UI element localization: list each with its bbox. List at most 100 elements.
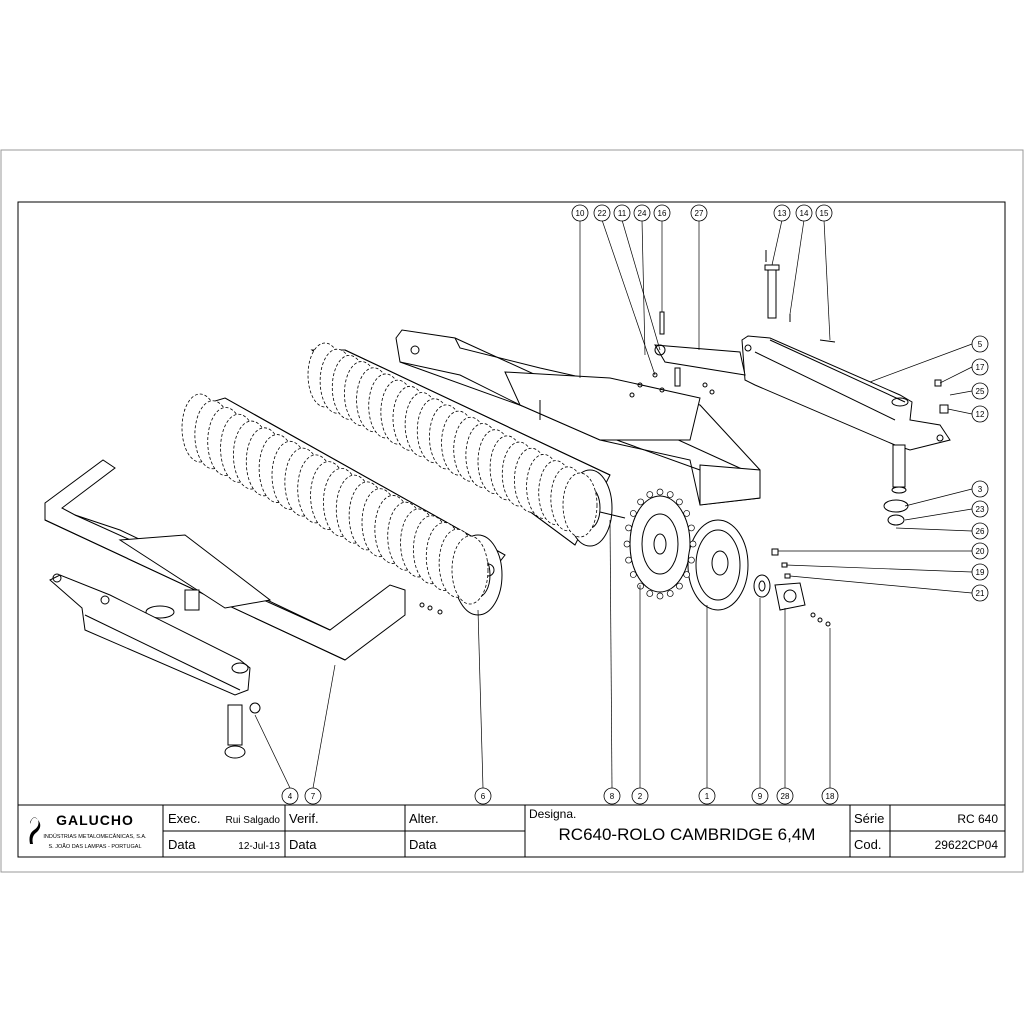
- assembly-drawing: [44, 250, 951, 759]
- svg-text:24: 24: [638, 209, 647, 218]
- svg-text:12: 12: [976, 410, 985, 419]
- svg-text:23: 23: [976, 505, 985, 514]
- svg-text:11: 11: [618, 209, 627, 218]
- callout-16: 16: [653, 204, 671, 222]
- ring-tooth: [656, 488, 664, 496]
- exec-value: Rui Salgado: [226, 815, 281, 826]
- smooth-ring: [687, 519, 749, 611]
- callout-2: 2: [631, 787, 649, 805]
- cod-value: 29622CP04: [935, 838, 999, 852]
- svg-text:14: 14: [800, 209, 809, 218]
- svg-text:5: 5: [978, 340, 983, 349]
- company-name: GALUCHO: [56, 812, 134, 828]
- serie-label: Série: [854, 811, 884, 826]
- roller-ring: [451, 535, 489, 605]
- company-subtitle-2: S. JOÃO DAS LAMPAS - PORTUGAL: [48, 843, 141, 850]
- cod-label: Cod.: [854, 837, 881, 852]
- designation: RC640-ROLO CAMBRIDGE 6,4M: [559, 825, 816, 844]
- inner-border: [17, 201, 1006, 858]
- data-label-3: Data: [409, 837, 437, 852]
- cambridge-ring: [629, 495, 691, 593]
- callout-14: 14: [795, 204, 813, 222]
- callout-19: 19: [971, 563, 989, 581]
- ring-tooth: [666, 590, 674, 597]
- serie-value: RC 640: [957, 812, 998, 826]
- svg-text:8: 8: [610, 792, 615, 801]
- callout-22: 22: [593, 204, 611, 222]
- hardware-upper: [652, 250, 949, 414]
- bearing-parts: [753, 574, 831, 627]
- roller-ring: [562, 472, 598, 538]
- alter-label: Alter.: [409, 811, 439, 826]
- callout-20: 20: [971, 542, 989, 560]
- ring-tooth: [676, 582, 683, 590]
- data-label-1: Data: [168, 837, 196, 852]
- ring-tooth: [623, 540, 631, 548]
- ring-tooth: [656, 592, 664, 600]
- ring-tooth: [666, 491, 674, 498]
- svg-text:19: 19: [976, 568, 985, 577]
- svg-text:25: 25: [976, 387, 985, 396]
- ring-tooth: [646, 491, 654, 498]
- company-logo: [29, 817, 41, 844]
- ring-tooth: [637, 582, 644, 590]
- ring-tooth: [646, 590, 654, 597]
- ring-tooth: [688, 524, 695, 532]
- svg-text:6: 6: [481, 792, 486, 801]
- callout-8: 8: [603, 787, 621, 805]
- callout-28: 28: [776, 787, 794, 805]
- data-label-2: Data: [289, 837, 317, 852]
- svg-text:16: 16: [658, 209, 667, 218]
- svg-text:20: 20: [976, 547, 985, 556]
- callout-11: 11: [613, 204, 631, 222]
- callout-15: 15: [815, 204, 833, 222]
- ring-teeth: [623, 488, 697, 600]
- ring-tooth: [683, 571, 691, 578]
- right-side-bracket: [741, 335, 951, 494]
- callout-23: 23: [971, 500, 989, 518]
- svg-text:10: 10: [576, 209, 585, 218]
- data-value-1: 12-Jul-13: [238, 841, 280, 852]
- front-roller-rings: [181, 393, 489, 605]
- svg-text:4: 4: [288, 792, 293, 801]
- ring-tooth: [629, 510, 637, 517]
- svg-text:3: 3: [978, 485, 983, 494]
- rear-frame-beam: [395, 329, 761, 506]
- designa-label: Designa.: [529, 807, 576, 821]
- ring-tooth: [683, 510, 691, 517]
- callout-12: 12: [971, 405, 989, 423]
- svg-text:28: 28: [781, 792, 790, 801]
- verif-label: Verif.: [289, 811, 319, 826]
- callout-26: 26: [971, 522, 989, 540]
- callout-5: 5: [971, 335, 989, 353]
- left-frame: [44, 459, 443, 661]
- callout-10: 10: [571, 204, 589, 222]
- callout-13: 13: [773, 204, 791, 222]
- callout-17: 17: [971, 358, 989, 376]
- left-side-bracket: [49, 573, 261, 759]
- callout-4: 4: [281, 787, 299, 805]
- ring-tooth: [676, 498, 683, 506]
- callout-25: 25: [971, 382, 989, 400]
- svg-text:22: 22: [598, 209, 607, 218]
- ring-tooth: [629, 571, 637, 578]
- ring-tooth: [625, 556, 632, 564]
- callout-27: 27: [690, 204, 708, 222]
- ring-tooth: [637, 498, 644, 506]
- ring-tooth: [689, 540, 697, 548]
- svg-text:17: 17: [976, 363, 985, 372]
- ring-tooth: [688, 556, 695, 564]
- callout-7: 7: [304, 787, 322, 805]
- callout-3: 3: [971, 480, 989, 498]
- exec-label: Exec.: [168, 811, 201, 826]
- callout-1: 1: [698, 787, 716, 805]
- outer-border: [0, 149, 1024, 873]
- svg-text:27: 27: [695, 209, 704, 218]
- svg-text:13: 13: [778, 209, 787, 218]
- rear-roller-rings: [307, 342, 598, 538]
- callout-9: 9: [751, 787, 769, 805]
- svg-text:7: 7: [311, 792, 316, 801]
- callout-18: 18: [821, 787, 839, 805]
- callout-24: 24: [633, 204, 651, 222]
